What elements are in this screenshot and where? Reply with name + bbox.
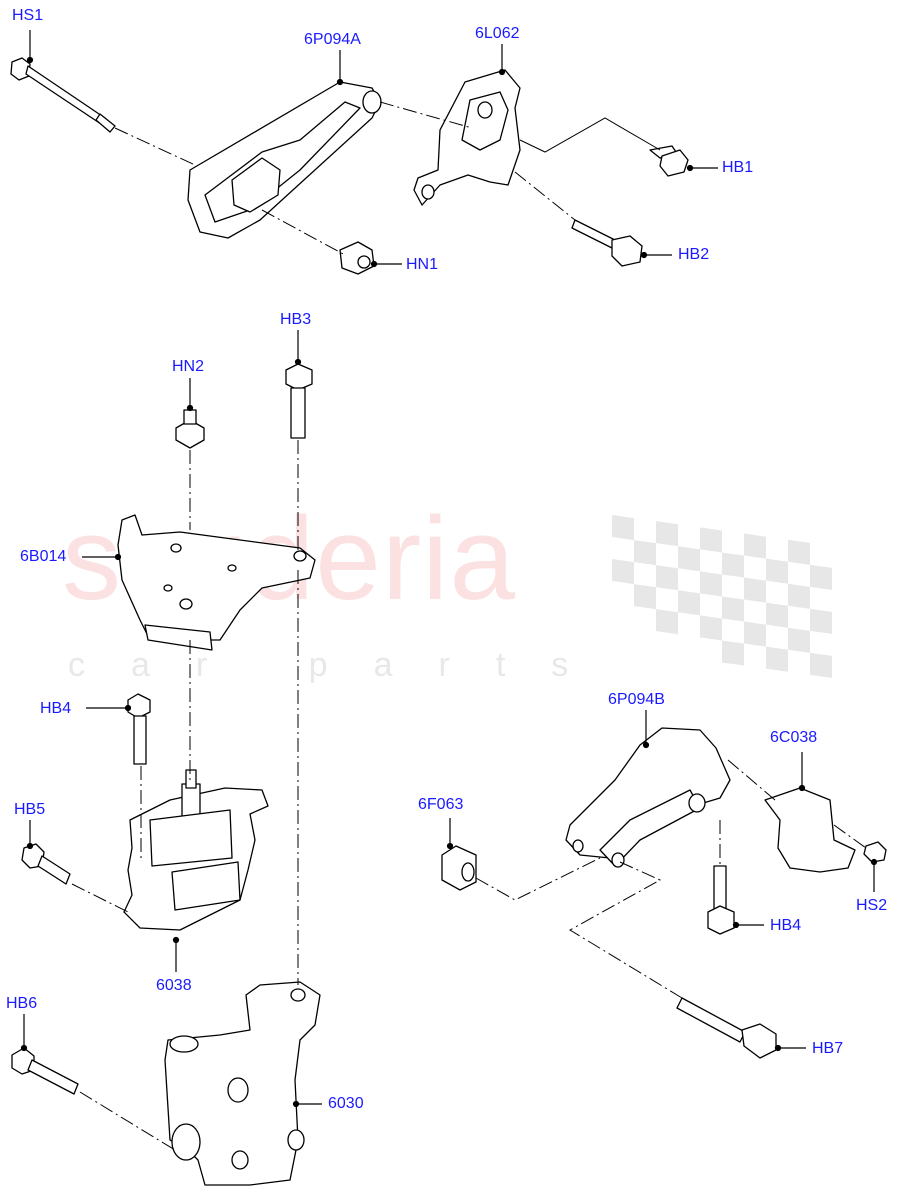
nut-hn2 xyxy=(175,409,205,449)
callout-hn1: HN1 xyxy=(406,256,439,273)
callout-hs1: HS1 xyxy=(12,7,44,24)
bolt-hs1 xyxy=(10,57,116,133)
checkered-flag-watermark xyxy=(612,515,832,678)
callout-hb7: HB7 xyxy=(812,1040,844,1057)
assembly-lines xyxy=(71,101,867,1151)
bolt-hb3 xyxy=(285,363,313,439)
callout-hb5: HB5 xyxy=(14,801,46,818)
callout-6030: 6030 xyxy=(328,1095,364,1112)
part-6p094b-lower-link xyxy=(565,727,731,868)
callout-6l062: 6L062 xyxy=(475,25,520,42)
bracket-connector-line xyxy=(519,117,661,153)
callout-6038: 6038 xyxy=(156,977,192,994)
bolt-hb4-right xyxy=(707,865,735,935)
bolt-hb5 xyxy=(21,843,71,885)
callout-hs2: HS2 xyxy=(856,897,888,914)
part-6030-bracket xyxy=(164,981,321,1186)
callout-6f063: 6F063 xyxy=(418,796,464,813)
callout-hb2: HB2 xyxy=(678,246,710,263)
part-6f063-bushing xyxy=(441,845,477,891)
callout-hb3: HB3 xyxy=(280,311,312,328)
callout-6b014: 6B014 xyxy=(20,548,67,565)
screw-hs2 xyxy=(863,841,887,863)
callout-hb1: HB1 xyxy=(722,159,754,176)
nut-hn1 xyxy=(339,241,375,275)
bolt-hb7 xyxy=(676,997,777,1059)
bolt-hb2 xyxy=(571,219,643,267)
callout-hb4-left: HB4 xyxy=(40,700,72,717)
callout-hb6: HB6 xyxy=(6,995,38,1012)
callout-6p094b: 6P094B xyxy=(608,691,665,708)
bolt-hb4-left xyxy=(127,693,151,765)
callout-hb4-right: HB4 xyxy=(770,917,802,934)
callout-hn2: HN2 xyxy=(172,358,205,375)
callout-6c038: 6C038 xyxy=(770,729,818,746)
watermark-tagline: car parts xyxy=(68,646,615,684)
part-6038-mount xyxy=(123,769,269,931)
part-6c038-shield xyxy=(764,787,856,873)
part-6b014-bracket xyxy=(117,514,316,651)
part-6l062-bracket xyxy=(413,69,521,206)
bolt-hb6 xyxy=(11,1047,79,1095)
part-6p094a-upper-arm xyxy=(187,81,382,239)
bolt-hb1 xyxy=(649,145,689,177)
leader-lines xyxy=(20,30,878,1108)
callout-6p094a: 6P094A xyxy=(304,31,361,48)
